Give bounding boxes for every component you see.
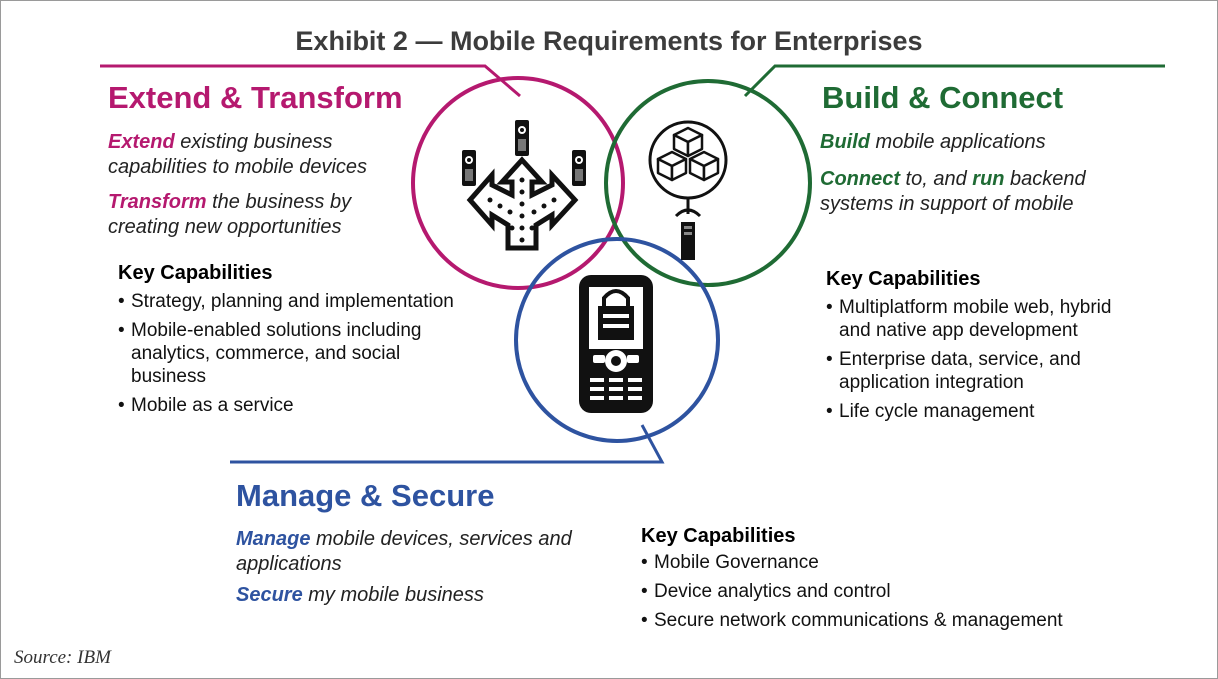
manage-desc-1: Manage mobile devices, services and appl… [236,527,596,577]
manage-desc-2: Secure my mobile business [236,583,596,608]
locked-phone-icon [579,275,653,413]
list-item: Life cycle management [826,400,1126,423]
build-desc-2-mid: to, and [900,168,973,190]
extend-heading: Extend & Transform [108,80,403,115]
extend-circle [411,76,625,290]
list-item: Mobile-enabled solutions including analy… [118,319,478,388]
connect-keyword: Connect [820,168,900,190]
build-keyword: Build [820,131,870,153]
exhibit-title: Exhibit 2 — Mobile Requirements for Ente… [295,26,923,56]
source-note: Source: IBM [14,647,111,668]
build-heading: Build & Connect [822,80,1064,115]
list-item: Enterprise data, service, and applicatio… [826,348,1126,394]
list-item: Strategy, planning and implementation [118,290,478,313]
build-desc-2: Connect to, and run backend systems in s… [820,167,1120,217]
manage-keyword: Manage [236,528,311,550]
build-desc-1: Build mobile applications [820,130,1120,155]
manage-callout-line [230,424,665,464]
transform-keyword: Transform [108,191,207,213]
extend-desc-2-text: the business by creating new opportuniti… [108,191,352,238]
manage-kc-list: Mobile Governance Device analytics and c… [641,551,1161,638]
manage-kc-title: Key Capabilities [641,525,796,547]
extend-callout-line [100,64,521,98]
extend-desc-1: Extend existing business capabilities to… [108,130,408,180]
build-kc-title: Key Capabilities [826,268,981,290]
extend-kc-title: Key Capabilities [118,262,273,284]
manage-heading: Manage & Secure [236,478,495,513]
build-kc-list: Multiplatform mobile web, hybrid and nat… [826,296,1126,429]
manage-circle [514,237,720,443]
build-desc-1-text: mobile applications [870,131,1046,153]
list-item: Mobile as a service [118,394,478,417]
build-callout-line [743,64,1165,98]
build-desc-2-text: backend systems in support of mobile [820,168,1086,215]
build-circle [604,79,812,287]
extend-keyword: Extend [108,131,175,153]
cubes-server-icon [648,120,728,260]
list-item: Multiplatform mobile web, hybrid and nat… [826,296,1126,342]
list-item: Mobile Governance [641,551,1161,574]
list-item: Secure network communications & manageme… [641,609,1161,632]
phones-arrows-icon [462,120,586,251]
manage-desc-2-text: my mobile business [302,584,484,606]
list-item: Device analytics and control [641,580,1161,603]
extend-desc-1-text: existing business capabilities to mobile… [108,131,368,178]
manage-desc-1-text: mobile devices, services and application… [236,528,572,575]
extend-kc-list: Strategy, planning and implementation Mo… [118,290,478,423]
secure-keyword: Secure [236,584,303,606]
extend-desc-2: Transform the business by creating new o… [108,190,408,240]
run-keyword: run [972,168,1005,190]
